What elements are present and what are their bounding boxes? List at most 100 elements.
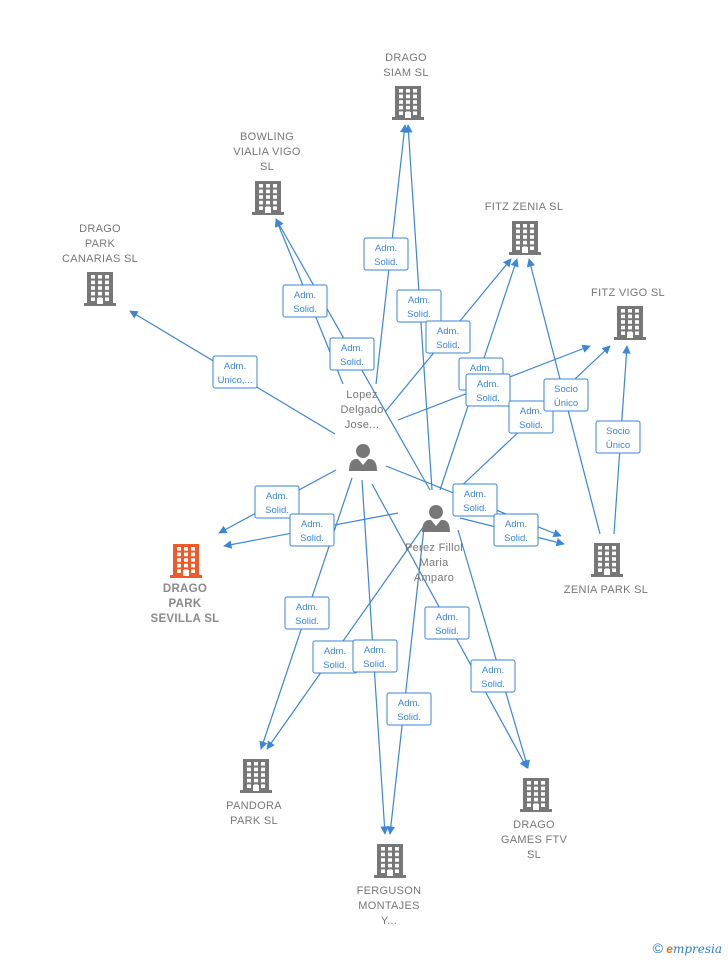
edges-layer [129, 124, 631, 835]
node-label-line: Lopez [346, 389, 377, 401]
edge-label-lopez-to-fitz_vigo[interactable]: Adm.Solid. [465, 373, 511, 407]
edge-label-line: Adm. [505, 519, 527, 530]
building-icon [84, 272, 116, 306]
edge-label-line: Solid. [340, 357, 364, 368]
edge-label-box [543, 378, 589, 412]
brand-initial: e [666, 942, 673, 956]
edge-label-line: Solid. [504, 533, 528, 544]
edge-label-perez-to-fitz_vigo[interactable]: Adm.Solid. [508, 400, 554, 434]
edge-label-perez-to-zenia_park[interactable]: Adm. Solid. [493, 513, 539, 547]
building-icon [614, 306, 646, 340]
edge-label-lopez-to-drago_siam[interactable]: Adm.Solid. [363, 237, 409, 271]
edge-label-line: Solid. [323, 660, 347, 671]
node-zenia-park[interactable]: ZENIA PARK SL [564, 543, 648, 596]
building-icon [591, 543, 623, 577]
edge-label-lopez-to-pandora[interactable]: Adm. Solid. [284, 596, 330, 630]
edge-label-line: Adm. [296, 602, 318, 613]
edge-label-perez-to-drago_sevilla[interactable]: Adm.Solid. [289, 513, 335, 547]
edge-label-line: Adm. [470, 363, 492, 374]
node-fitz-vigo[interactable]: FITZ VIGO SL [591, 287, 665, 340]
node-label-line: BOWLING [240, 131, 294, 143]
edge-label-lopez-to-drago_games[interactable]: Adm.Solid. [424, 606, 470, 640]
edge-label-line: Solid. [463, 503, 487, 514]
edge-label-box [282, 284, 328, 318]
nodes-layer: DRAGO SIAM SL BOWLING VIALIA VIGO SL FITZ ZEN… [62, 52, 665, 927]
edge-label-lopez-to-drago_canarias[interactable]: Adm. Unico,... [212, 355, 258, 389]
edge-label-box [212, 355, 258, 389]
building-icon [252, 181, 284, 215]
edge-perez-to-ferguson [386, 527, 425, 835]
edge-label-line: Solid. [435, 626, 459, 637]
node-label-line: Jose... [345, 419, 380, 431]
node-drago-siam[interactable]: DRAGO SIAM SL [383, 52, 429, 120]
node-label-line: SL [527, 849, 541, 861]
edge-label-line: Solid. [436, 340, 460, 351]
edge-label-line: Solid. [293, 304, 317, 315]
edge-label-line: Adm. [364, 645, 386, 656]
edge-label-line: Solid. [481, 679, 505, 690]
edge-label-lopez-to-bowling[interactable]: Adm.Solid. [282, 284, 328, 318]
edge-label-line: Solid. [295, 616, 319, 627]
edge-label-perez-to-bowling[interactable]: Adm. Solid. [329, 337, 375, 371]
edge-label-perez-to-pandora[interactable]: Adm. Solid. [312, 640, 358, 674]
node-label-line: Perez Fillol [405, 542, 463, 554]
node-label-line: DRAGO [513, 819, 555, 831]
edge-label-line: Unico,... [218, 375, 253, 386]
node-label-line: DRAGO [385, 52, 427, 64]
node-label-line: PARK [85, 238, 116, 250]
node-label-line: FERGUSON [357, 885, 422, 897]
node-label-line: SIAM SL [383, 67, 429, 79]
node-label-line: Y... [381, 915, 397, 927]
node-label-line: PANDORA [226, 800, 282, 812]
edge-label-box [284, 596, 330, 630]
edge-label-box [424, 606, 470, 640]
edge-label-box [508, 400, 554, 434]
node-label-line: VIALIA VIGO [233, 146, 301, 158]
node-label-line: DRAGO [79, 223, 121, 235]
edge-label-line: Adm. [341, 343, 363, 354]
node-label-line: FITZ VIGO SL [591, 287, 665, 299]
node-ferguson[interactable]: FERGUSON MONTAJES Y... [357, 844, 422, 927]
edge-label-perez-to-drago_games[interactable]: Adm.Solid. [470, 659, 516, 693]
edge-label-box [396, 289, 442, 323]
edge-label-line: Socio [554, 384, 578, 395]
edge-label-line: Solid. [363, 659, 387, 670]
node-label-line: Delgado [340, 404, 383, 416]
node-lopez[interactable]: LopezDelgadoJose... [340, 389, 383, 471]
edge-label-lopez-to-drago_sevilla[interactable]: Adm.Solid. [254, 485, 300, 519]
node-label-line: MONTAJES [358, 900, 419, 912]
edge-label-line: Adm. [224, 361, 246, 372]
node-label-line: DRAGO [163, 583, 207, 595]
empresia-watermark: © empresia [653, 940, 722, 956]
edge-perez-to-drago_games [457, 529, 530, 769]
edge-label-line: Adm. [301, 519, 323, 530]
edge-label-lopez-to-ferguson[interactable]: Adm. Solid. [352, 639, 398, 673]
edge-label-lopez-to-fitz_zenia[interactable]: Adm.Solid. [425, 320, 471, 354]
building-icon [520, 778, 552, 812]
person-icon [349, 444, 377, 471]
building-icon [374, 844, 406, 878]
edge-label-line: Solid. [374, 257, 398, 268]
node-fitz-zenia[interactable]: FITZ ZENIA SL [485, 201, 563, 255]
building-icon [509, 221, 541, 255]
edge-label-line: Adm. [266, 491, 288, 502]
edge-label-lopez-to-zenia_park[interactable]: Adm.Solid. [452, 483, 498, 517]
edge-label-line: Solid. [407, 309, 431, 320]
edge-label-box [595, 420, 641, 454]
edge-label-perez-to-ferguson[interactable]: Adm.Solid. [386, 692, 432, 726]
edge-label-line: Único [554, 398, 578, 409]
edge-label-line: Solid. [519, 420, 543, 431]
edge-label-box [386, 692, 432, 726]
edge-label-perez-to-drago_siam[interactable]: Adm.Solid. [396, 289, 442, 323]
edge-label-line: Adm. [324, 646, 346, 657]
edge-label-box [289, 513, 335, 547]
